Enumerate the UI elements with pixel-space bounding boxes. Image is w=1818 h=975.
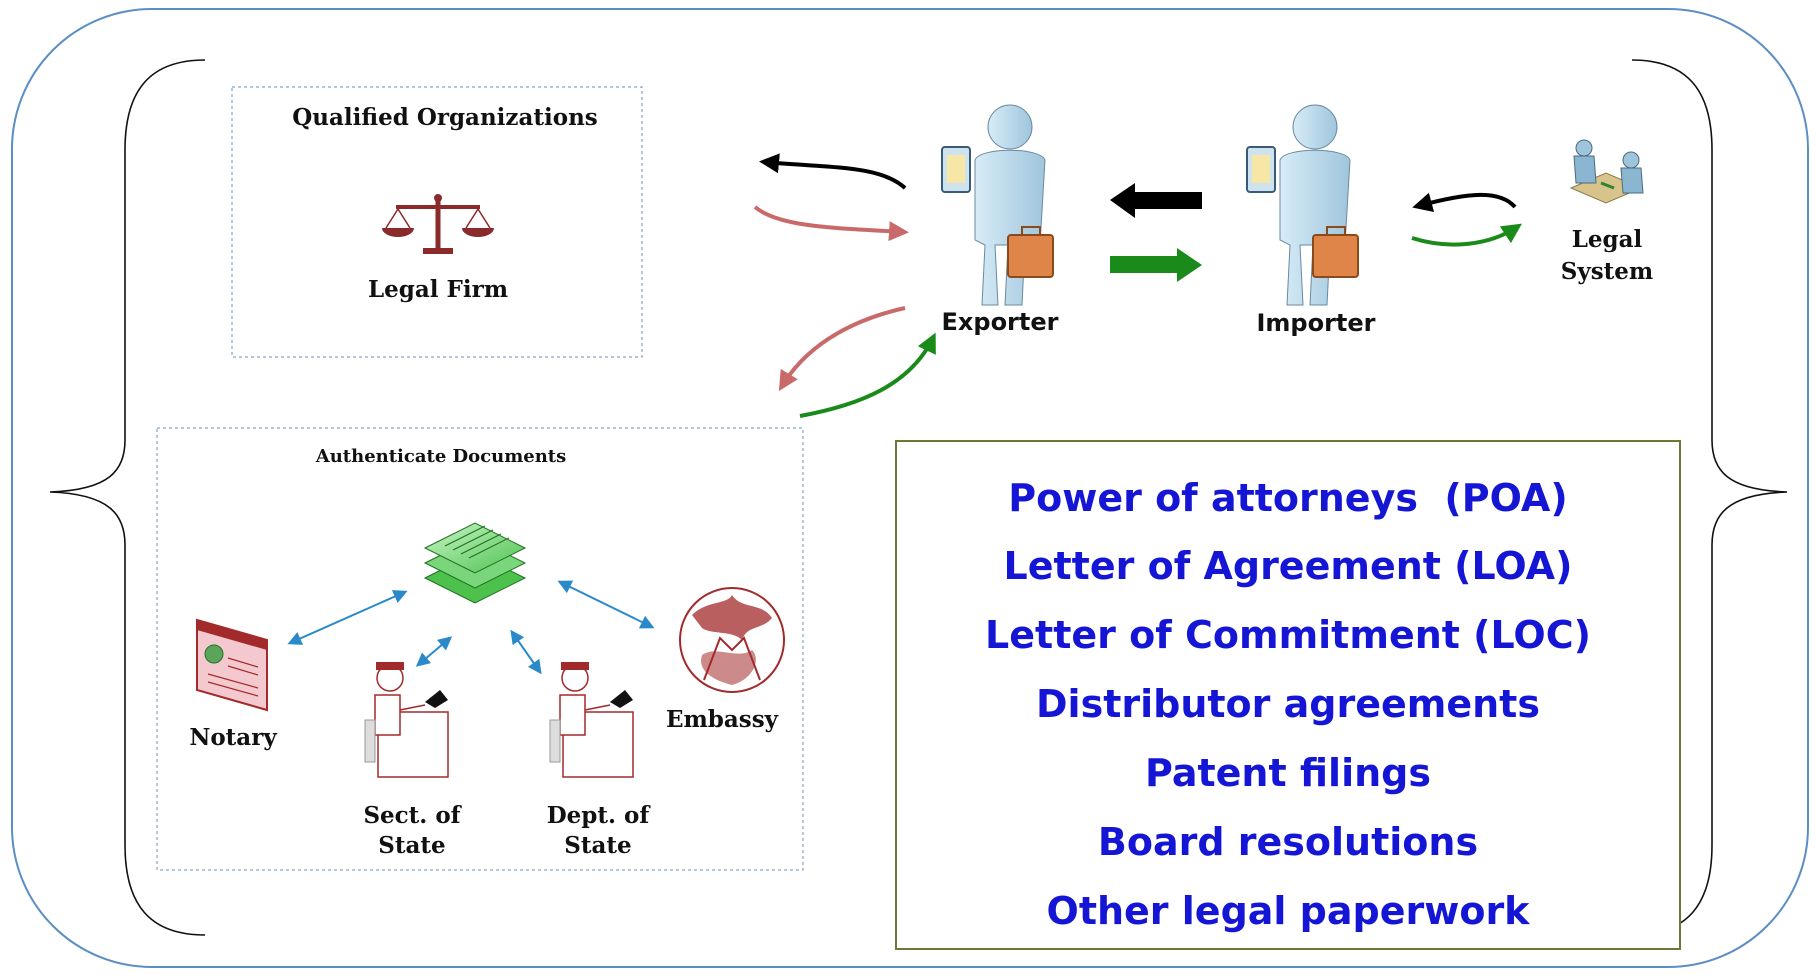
legal-system-label-line2: System <box>1561 258 1654 285</box>
exporter-figure <box>941 104 1054 306</box>
sect-state-clerk-icon <box>364 662 449 778</box>
dept-state-label-line1: Dept. of <box>547 802 652 829</box>
notary-label: Notary <box>189 724 277 751</box>
qualified-organizations-box: Qualified Organizations Legal Firm <box>231 86 643 358</box>
dept-state-label-line2: State <box>564 832 631 859</box>
arrow-exporter-to-authenticate <box>778 306 906 392</box>
list-item-poa: Power of attorneys (POA) <box>1008 476 1567 520</box>
legal-firm-label: Legal Firm <box>368 276 508 303</box>
left-brace <box>49 59 206 936</box>
qualified-organizations-title: Qualified Organizations <box>292 104 598 131</box>
sect-state-label-line1: Sect. of <box>363 802 462 829</box>
globe-handshake-icon <box>679 587 785 693</box>
certificate-icon <box>196 618 268 712</box>
list-item-board: Board resolutions <box>1098 820 1478 864</box>
arrow-docs-sect-state <box>415 636 453 667</box>
arrow-qualified-to-exporter <box>753 205 909 242</box>
arrow-docs-embassy <box>557 580 655 629</box>
arrow-legal-to-importer <box>1412 192 1517 213</box>
list-item-patent: Patent filings <box>1145 751 1431 795</box>
document-stack-icon <box>423 522 527 604</box>
arrow-docs-notary <box>287 590 408 645</box>
authenticate-documents-box: Authenticate Documents Notary Sect. of <box>156 427 804 871</box>
list-item-loc: Letter of Commitment (LOC) <box>985 613 1591 657</box>
exporter-label: Exporter <box>942 308 1059 336</box>
documents-list-box: Power of attorneys (POA) Letter of Agree… <box>895 440 1681 950</box>
arrow-exporter-to-qualified <box>759 153 907 190</box>
embassy-label: Embassy <box>666 706 779 733</box>
right-brace <box>1631 59 1788 936</box>
importer-figure <box>1246 104 1359 306</box>
list-item-distributor: Distributor agreements <box>1036 682 1540 726</box>
block-arrow-right-green <box>1110 248 1202 282</box>
meeting-icon <box>1569 139 1644 204</box>
importer-label: Importer <box>1256 309 1375 337</box>
legal-system-label-line1: Legal <box>1572 226 1643 253</box>
arrow-importer-to-legal <box>1411 223 1522 247</box>
dept-state-clerk-icon <box>549 662 634 778</box>
arrow-docs-dept-state <box>510 629 542 675</box>
sect-state-label-line2: State <box>378 832 445 859</box>
scales-of-justice-icon <box>382 194 494 254</box>
authenticate-documents-title: Authenticate Documents <box>315 446 567 467</box>
list-item-loa: Letter of Agreement (LOA) <box>1004 544 1573 588</box>
block-arrow-left-black <box>1110 183 1202 218</box>
list-item-other: Other legal paperwork <box>1047 889 1531 933</box>
arrow-authenticate-to-exporter <box>799 332 936 418</box>
